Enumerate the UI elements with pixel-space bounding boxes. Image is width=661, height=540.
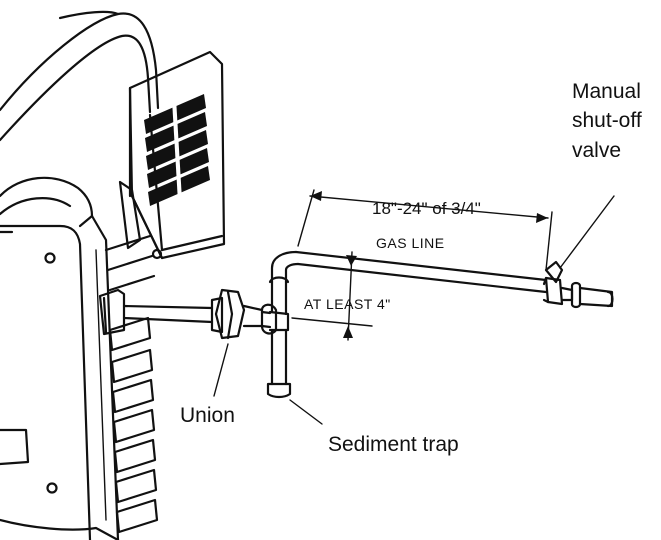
sediment-trap-label: Sediment trap: [328, 433, 459, 456]
valve-leader-line: [559, 195, 615, 269]
length-dimension-lines: [297, 189, 553, 271]
sediment-trap-leader-line: [289, 399, 323, 425]
gas-piping: [122, 250, 548, 399]
exhaust-grille: [144, 94, 210, 206]
gas-line-label: GAS LINE: [376, 235, 445, 251]
valve-label-line3: valve: [572, 139, 621, 162]
length-dimension-label: 18"-24" of 3/4": [372, 199, 481, 218]
shutoff-valve: [542, 260, 614, 309]
valve-label-line1: Manual: [572, 80, 641, 103]
exhaust-hood: [118, 50, 226, 260]
nameplate: [0, 428, 30, 466]
valve-label-line2: shut-off: [572, 109, 642, 132]
side-vent-slats: [104, 234, 159, 534]
gas-inlet-fitting: [98, 288, 126, 336]
screw-bottom-left: [46, 482, 58, 494]
union-leader-line: [213, 343, 229, 397]
height-dimension-label: AT LEAST 4": [304, 296, 391, 312]
union-label: Union: [180, 404, 235, 427]
union-fitting: [210, 288, 264, 340]
appliance-body: [0, 10, 160, 540]
screw-top-left: [44, 252, 56, 264]
sediment-trap-pipe: [266, 328, 292, 399]
valve-handle[interactable]: [544, 260, 564, 284]
height-dimension-lines: [291, 251, 373, 341]
tee-fitting: [260, 303, 290, 335]
